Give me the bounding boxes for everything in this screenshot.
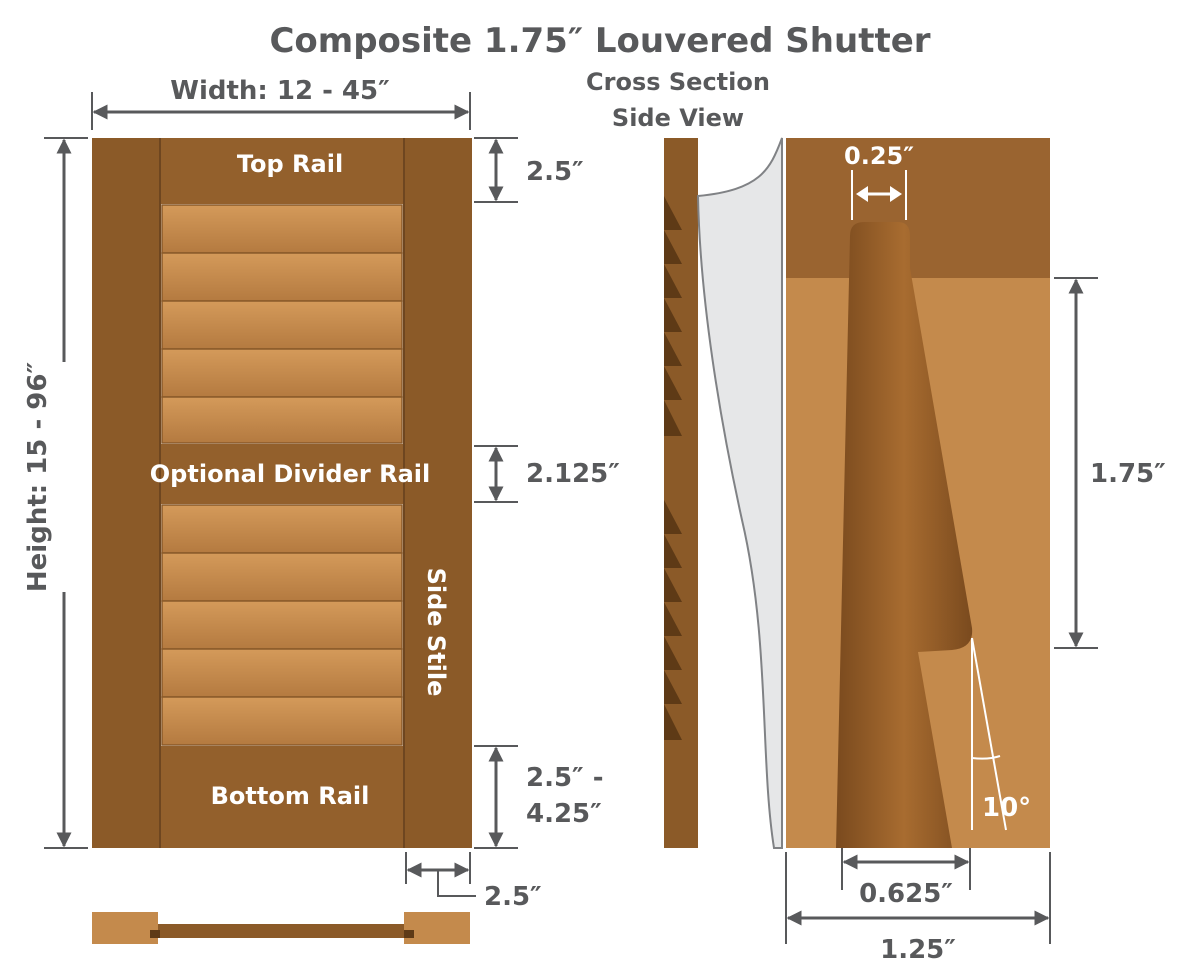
cross-section-heading-1: Cross Section <box>586 68 770 96</box>
cross-section-heading-2: Side View <box>612 104 744 132</box>
divider-rail-dimension: 2.125″ <box>474 445 620 503</box>
angle-label: 10° <box>982 793 1031 823</box>
side-view-strip <box>664 138 698 848</box>
louvers-lower <box>161 504 403 746</box>
divider-rail-label: Optional Divider Rail <box>150 460 430 488</box>
louver-slat <box>161 204 403 254</box>
section-stile-left <box>92 912 158 944</box>
frame-depth-dim: 1.25″ <box>880 935 956 965</box>
bottom-rail-label: Bottom Rail <box>211 782 370 810</box>
louvers-upper <box>161 204 403 444</box>
cross-section-top-rail <box>786 138 1050 278</box>
louver-slat <box>161 348 403 398</box>
divider-rail-dim: 2.125″ <box>526 459 620 489</box>
shutter-front-view: Top Rail Optional Divider Rail Bottom Ra… <box>92 138 472 848</box>
width-label: Width: 12 - 45″ <box>170 76 389 106</box>
magnification-callout <box>696 137 783 849</box>
section-notch-right <box>404 930 414 938</box>
louver-tip-dimension: 0.25″ <box>844 142 914 220</box>
bottom-rail <box>160 746 404 848</box>
frame-depth-dimension: 1.25″ <box>785 852 1051 965</box>
louver-tip-dim: 0.25″ <box>844 142 914 170</box>
louver-slat <box>161 552 403 602</box>
louver-slat <box>161 648 403 698</box>
cross-section-enlarged <box>786 138 1050 848</box>
louver-base-dim: 0.625″ <box>859 879 953 909</box>
angle-indicator: 10° <box>971 637 1031 831</box>
louver-slat <box>161 600 403 650</box>
louver-base-dimension: 0.625″ <box>841 848 971 909</box>
section-notch-left <box>150 930 160 938</box>
bottom-rail-dim-line1: 2.5″ - <box>526 763 604 793</box>
diagram-title: Composite 1.75″ Louvered Shutter <box>269 21 930 61</box>
stile-width-dimension: 2.5″ <box>405 852 542 912</box>
bottom-rail-dim-line2: 4.25″ <box>526 799 602 829</box>
side-stile-right <box>404 138 472 848</box>
section-louver <box>158 924 404 938</box>
section-stile-right <box>404 912 470 944</box>
top-rail <box>160 138 404 204</box>
side-stile-label: Side Stile <box>422 568 450 697</box>
top-rail-label: Top Rail <box>237 150 343 178</box>
louver-slat <box>161 252 403 302</box>
width-dimension: Width: 12 - 45″ <box>91 76 471 130</box>
louver-slat <box>161 396 403 444</box>
bottom-rail-dimension: 2.5″ - 4.25″ <box>474 745 604 849</box>
louver-height-dim: 1.75″ <box>1090 459 1166 489</box>
louver-blade-profile <box>836 222 973 848</box>
top-rail-dim: 2.5″ <box>526 157 584 187</box>
side-stile-left <box>92 138 160 848</box>
height-label: Height: 15 - 96″ <box>23 362 53 592</box>
height-dimension: Height: 15 - 96″ <box>23 137 88 849</box>
louver-slat <box>161 504 403 554</box>
divider-rail <box>160 444 404 504</box>
shutter-top-section <box>92 912 470 944</box>
louver-slat <box>161 696 403 746</box>
stile-width-dim: 2.5″ <box>484 882 542 912</box>
louver-slat <box>161 300 403 350</box>
louver-height-dimension: 1.75″ <box>1054 277 1176 649</box>
top-rail-dimension: 2.5″ <box>474 137 584 203</box>
